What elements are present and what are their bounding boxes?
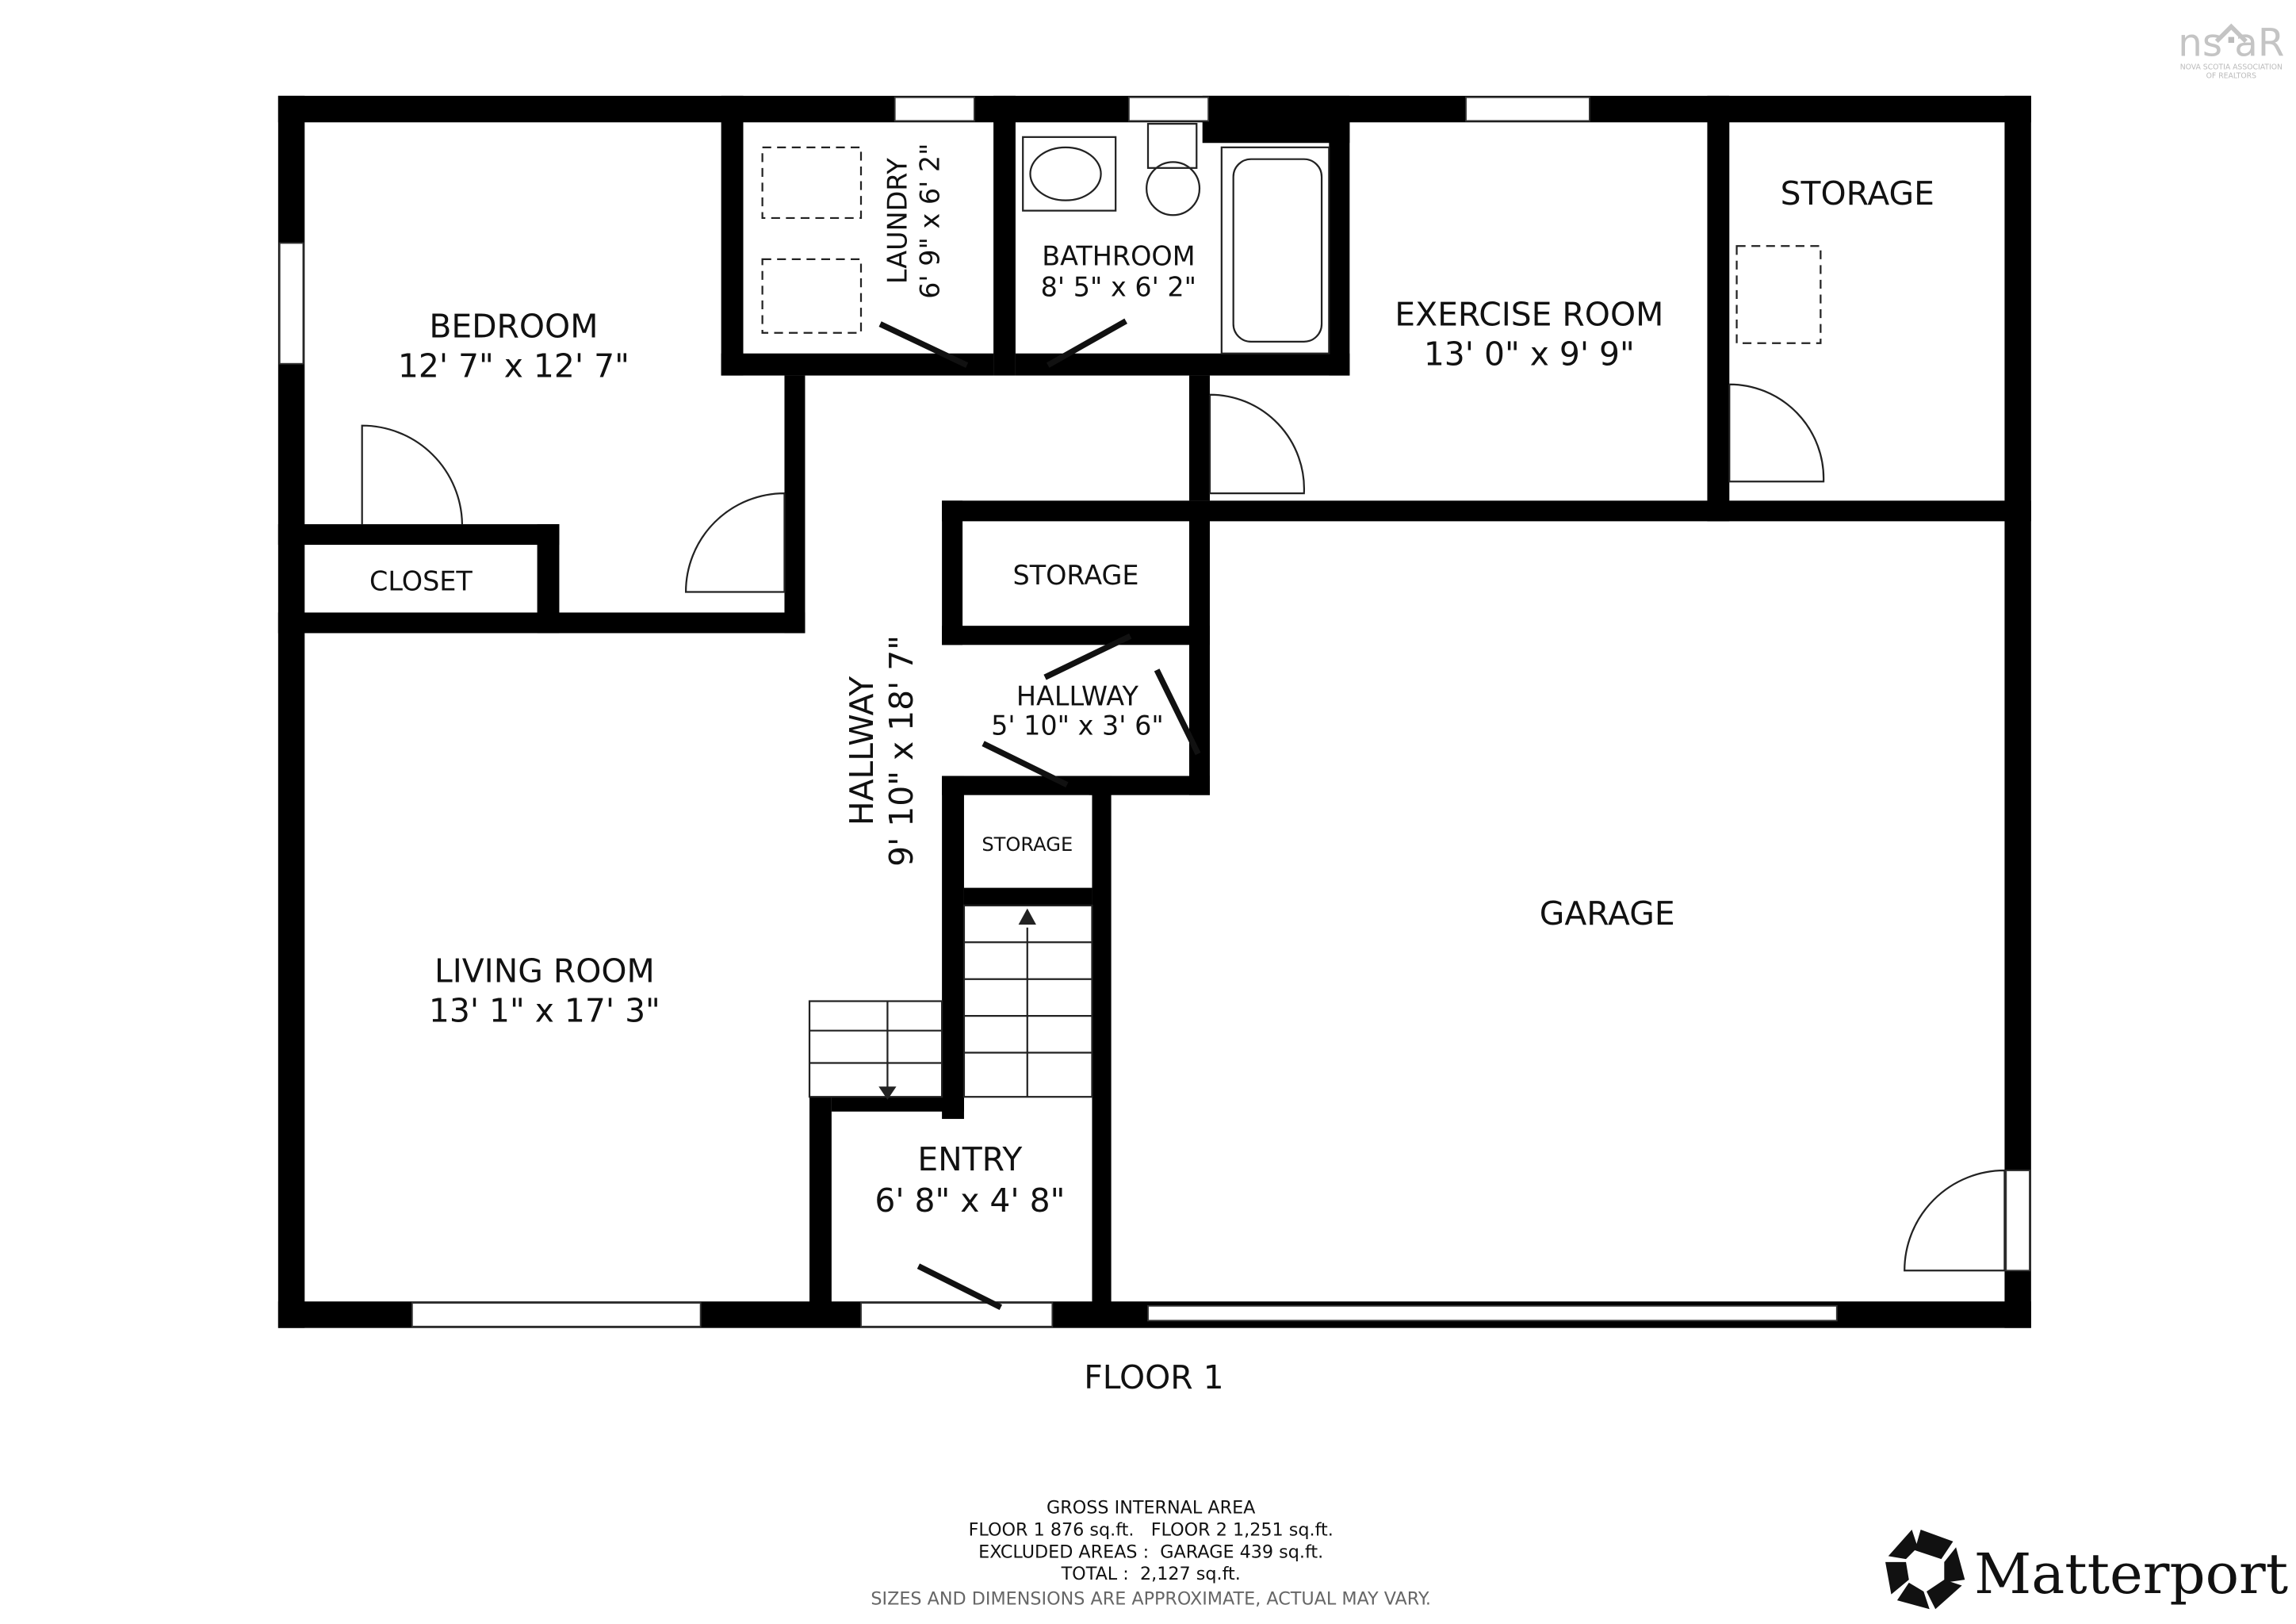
room-name-bathroom: BATHROOM	[1042, 240, 1195, 271]
room-dims-entry: 6' 8" x 4' 8"	[874, 1182, 1065, 1220]
room-dims-living: 13' 1" x 17' 3"	[429, 992, 660, 1030]
nsar-logo: ns aR NOVA SCOTIA ASSOCIATION OF REALTOR…	[2178, 21, 2284, 81]
svg-text:OF REALTORS: OF REALTORS	[2206, 72, 2256, 81]
area-floors: FLOOR 1 876 sq.ft. FLOOR 2 1,251 sq.ft.	[969, 1519, 1334, 1540]
room-name-storage-top: STORAGE	[1781, 174, 1934, 213]
room-dims-bedroom: 12' 7" x 12' 7"	[398, 347, 629, 385]
matterport-wordmark: Matterport	[1974, 1542, 2288, 1607]
area-heading: GROSS INTERNAL AREA	[1047, 1498, 1256, 1519]
room-dims-exercise: 13' 0" x 9' 9"	[1424, 335, 1635, 373]
svg-text:NOVA SCOTIA ASSOCIATION: NOVA SCOTIA ASSOCIATION	[2180, 63, 2283, 71]
matterport-icon	[1885, 1530, 1965, 1610]
room-name-hallway-main: HALLWAY	[843, 676, 881, 825]
stair-arrow-down-icon	[878, 1086, 897, 1100]
room-name-closet: CLOSET	[369, 566, 473, 597]
room-dims-bathroom: 8' 5" x 6' 2"	[1041, 271, 1196, 302]
windows	[278, 96, 2030, 1327]
room-name-hallway-small: HALLWAY	[1016, 680, 1139, 711]
floor-title: FLOOR 1	[1084, 1358, 1223, 1396]
stair-arrow-up-icon	[1018, 908, 1036, 925]
room-name-garage: GARAGE	[1540, 894, 1675, 933]
room-name-bedroom: BEDROOM	[429, 307, 598, 345]
room-name-storage-small: STORAGE	[982, 833, 1073, 856]
room-name-exercise: EXERCISE ROOM	[1395, 295, 1663, 333]
room-dims-hallway-small: 5' 10" x 3' 6"	[991, 710, 1164, 741]
room-dims-laundry: 6' 9" x 6' 2"	[914, 143, 945, 298]
fixtures	[761, 123, 1822, 1098]
area-total: TOTAL : 2,127 sq.ft.	[1061, 1564, 1241, 1584]
area-disclaimer: SIZES AND DIMENSIONS ARE APPROXIMATE, AC…	[871, 1589, 1431, 1610]
area-excluded: EXCLUDED AREAS : GARAGE 439 sq.ft.	[978, 1542, 1323, 1562]
room-name-storage-mid: STORAGE	[1013, 560, 1139, 591]
room-dims-hallway-main: 9' 10" x 18' 7"	[882, 635, 920, 867]
matterport-logo: Matterport	[1885, 1530, 2288, 1610]
doors	[361, 318, 2006, 1311]
room-name-laundry: LAUNDRY	[882, 158, 913, 284]
room-name-entry: ENTRY	[917, 1140, 1023, 1178]
room-name-living: LIVING ROOM	[434, 952, 655, 990]
